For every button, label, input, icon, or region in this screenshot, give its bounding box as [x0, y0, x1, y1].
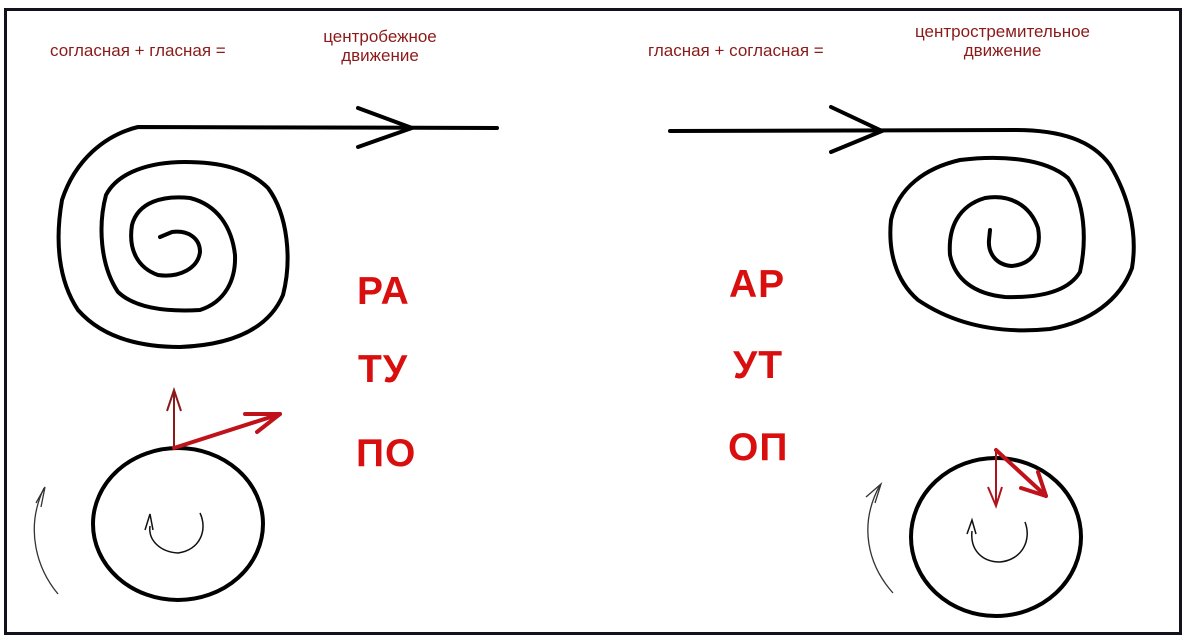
left-direction-arrow-icon [356, 106, 418, 149]
right-result: центростремительное движение [880, 22, 1125, 60]
right-spiral-icon [668, 128, 1136, 333]
syllable-ra: РА [357, 270, 410, 313]
left-result-line2: движение [341, 46, 419, 65]
left-tangent-vector-icon [172, 412, 282, 450]
right-result-line2: движение [963, 41, 1042, 60]
right-vertical-vector-icon [987, 450, 1003, 509]
left-vertical-vector-icon [166, 386, 182, 448]
syllable-op: ОП [728, 426, 789, 469]
diagram-frame [4, 8, 1182, 635]
syllable-tu: ТУ [358, 348, 409, 391]
right-formula: гласная + согласная = [648, 41, 824, 60]
left-result-line1: центробежное [323, 27, 437, 46]
left-wheel-icon [33, 446, 265, 602]
left-spiral-icon [56, 125, 499, 349]
right-direction-arrow-icon [829, 105, 887, 154]
syllable-ut: УТ [733, 344, 784, 387]
syllable-ar: АР [729, 263, 786, 306]
left-formula: согласная + гласная = [50, 41, 226, 60]
syllable-po: ПО [356, 432, 417, 475]
left-result: центробежное движение [300, 27, 460, 65]
right-wheel-icon [865, 456, 1083, 618]
right-inward-vector-icon [994, 448, 1048, 498]
right-result-line1: центростремительное [914, 22, 1091, 41]
